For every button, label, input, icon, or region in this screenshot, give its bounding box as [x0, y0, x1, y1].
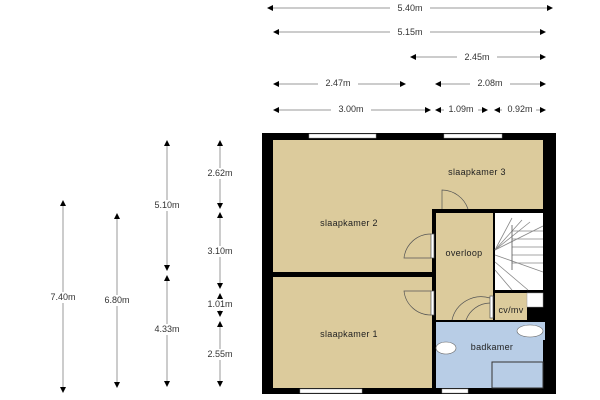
plan: slaapkamer 2 slaapkamer 3 slaapkamer 1 o…	[262, 133, 556, 394]
dim-label-seg-c: 0.92m	[507, 104, 532, 114]
label-slaapkamer-3: slaapkamer 3	[448, 167, 506, 177]
label-cvmv: cv/mv	[499, 305, 524, 315]
dim-label-left-room: 2.47m	[325, 78, 350, 88]
stair-treads	[494, 217, 544, 291]
room-cvmv	[495, 293, 527, 320]
window	[441, 388, 469, 394]
window	[308, 133, 377, 139]
top-dimensions: 5.40m 5.15m 2.45m 2.47m 2.08m 3.00m 1.09…	[267, 2, 553, 115]
doors	[403, 189, 494, 321]
room-slaapkamer-3	[410, 140, 543, 209]
label-overloop: overloop	[446, 248, 483, 258]
dim-label-lower: 4.33m	[154, 324, 179, 334]
dim-label-seg-2: 3.10m	[207, 246, 232, 256]
dim-label-seg-a: 3.00m	[338, 104, 363, 114]
left-dimensions: 7.40m 6.80m 5.10m 4.33m 2.62m 3.10m 1.01…	[45, 140, 238, 393]
stairs	[495, 213, 543, 290]
sink-icon	[526, 292, 544, 308]
dim-label-right-section: 2.45m	[464, 52, 489, 62]
shower	[491, 361, 544, 389]
dim-label-total-outer-v: 7.40m	[50, 292, 75, 302]
room-slaapkamer-2	[273, 140, 432, 272]
dim-label-seg-1: 2.62m	[207, 168, 232, 178]
label-slaapkamer-2: slaapkamer 2	[320, 218, 378, 228]
dim-label-seg-4: 2.55m	[207, 349, 232, 359]
dim-label-total-inner: 5.15m	[397, 27, 422, 37]
label-slaapkamer-1: slaapkamer 1	[320, 329, 378, 339]
dim-label-total-inner-v: 6.80m	[104, 295, 129, 305]
window	[443, 133, 503, 139]
dim-label-total-outer: 5.40m	[397, 3, 422, 13]
washbasin-icon	[435, 341, 457, 355]
window	[299, 388, 363, 394]
toilet-icon	[516, 324, 544, 338]
dim-label-seg-3: 1.01m	[207, 299, 232, 309]
dim-label-upper: 5.10m	[154, 200, 179, 210]
label-badkamer: badkamer	[471, 342, 513, 352]
dim-label-right-room: 2.08m	[477, 78, 502, 88]
room-slaapkamer-1	[273, 277, 432, 388]
dim-label-seg-b: 1.09m	[448, 104, 473, 114]
